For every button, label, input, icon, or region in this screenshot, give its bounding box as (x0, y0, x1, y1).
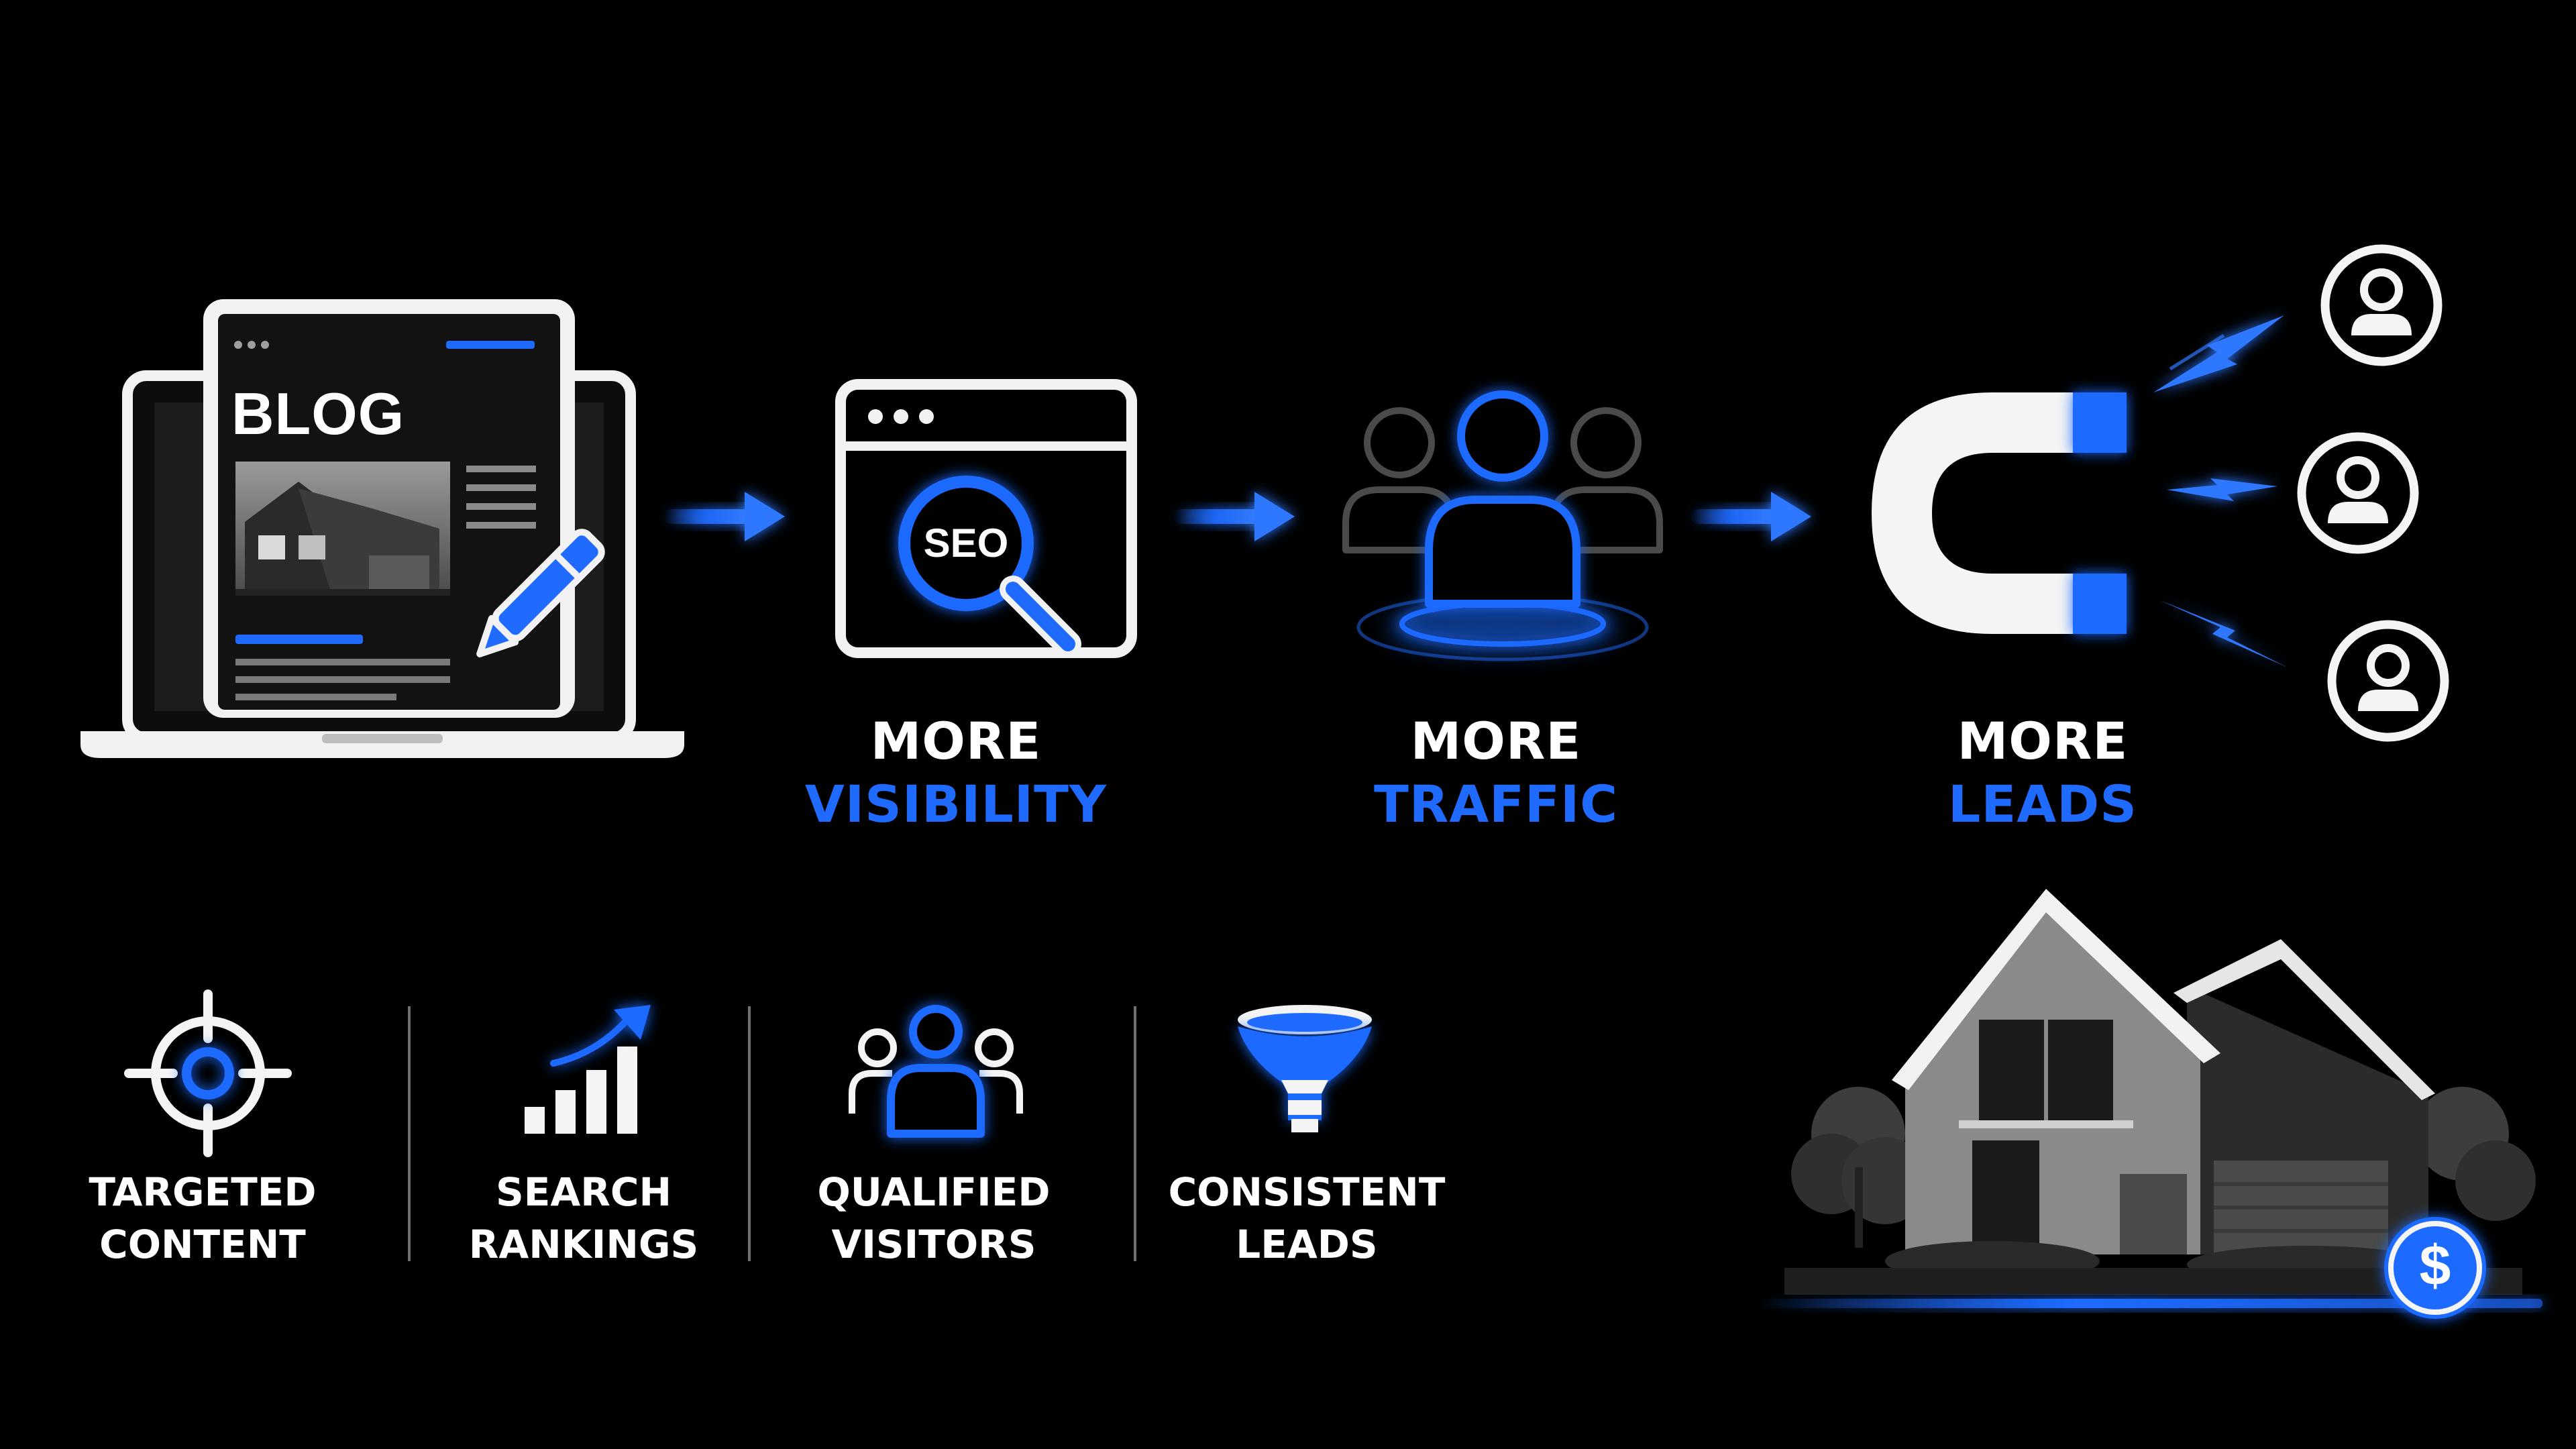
funnel-icon (1238, 1005, 1372, 1132)
benefit-consistent-leads: CONSISTENT LEADS (1152, 1166, 1461, 1271)
pen-icon (476, 529, 605, 657)
audience-icon (1342, 390, 1663, 661)
magnifier-icon (898, 476, 1081, 657)
benefit-targeted-content: TARGETED CONTENT (48, 1166, 357, 1271)
step-label-line2: LEADS (1948, 774, 2137, 834)
step-label-leads: MORE LEADS (1841, 710, 2244, 836)
step-label-line1: MORE (1957, 711, 2129, 771)
lead-avatar-icon (2327, 620, 2449, 742)
step-label-line2: VISIBILITY (805, 774, 1107, 834)
benefit-divider (1134, 1006, 1136, 1261)
benefit-line1: QUALIFIED (817, 1169, 1051, 1215)
visitor-group-icon (849, 1005, 1023, 1138)
step-label-visibility: MORE VISIBILITY (755, 710, 1157, 836)
step-label-line1: MORE (870, 711, 1042, 771)
blog-page-icon (203, 299, 575, 718)
flow-arrow-2 (1174, 492, 1295, 541)
benefit-line1: SEARCH (495, 1169, 672, 1215)
benefit-line2: VISITORS (831, 1222, 1036, 1267)
seo-badge: SEO (923, 521, 1009, 566)
dollar-badge-icon (2384, 1217, 2486, 1319)
house-illustration (1758, 889, 2542, 1308)
flow-arrow-1 (664, 492, 785, 541)
dollar-symbol: $ (2419, 1234, 2451, 1297)
target-icon (124, 989, 292, 1157)
lead-avatar-icon (2297, 432, 2419, 554)
benefit-line1: CONSISTENT (1168, 1169, 1446, 1215)
magnet-icon (1872, 392, 2127, 634)
step-label-line2: TRAFFIC (1373, 774, 1619, 834)
lightning-bolt-icon (2160, 600, 2288, 667)
step-label-line1: MORE (1410, 711, 1582, 771)
benefit-divider (748, 1006, 751, 1261)
lightning-bolt-icon (2167, 478, 2277, 501)
benefit-line2: RANKINGS (468, 1222, 699, 1267)
lightning-bolt-icon (2153, 315, 2284, 392)
flow-arrow-3 (1690, 492, 1811, 541)
benefit-line2: LEADS (1236, 1222, 1378, 1267)
step-label-traffic: MORE TRAFFIC (1295, 710, 1697, 836)
benefit-divider (408, 1006, 411, 1261)
lead-avatar-icon (2320, 244, 2443, 366)
benefit-line2: CONTENT (99, 1222, 306, 1267)
benefit-search-rankings: SEARCH RANKINGS (429, 1166, 738, 1271)
benefit-qualified-visitors: QUALIFIED VISITORS (780, 1166, 1088, 1271)
blog-title: BLOG (231, 380, 405, 447)
benefit-line1: TARGETED (89, 1169, 317, 1215)
rising-bar-chart-icon (525, 1005, 651, 1134)
